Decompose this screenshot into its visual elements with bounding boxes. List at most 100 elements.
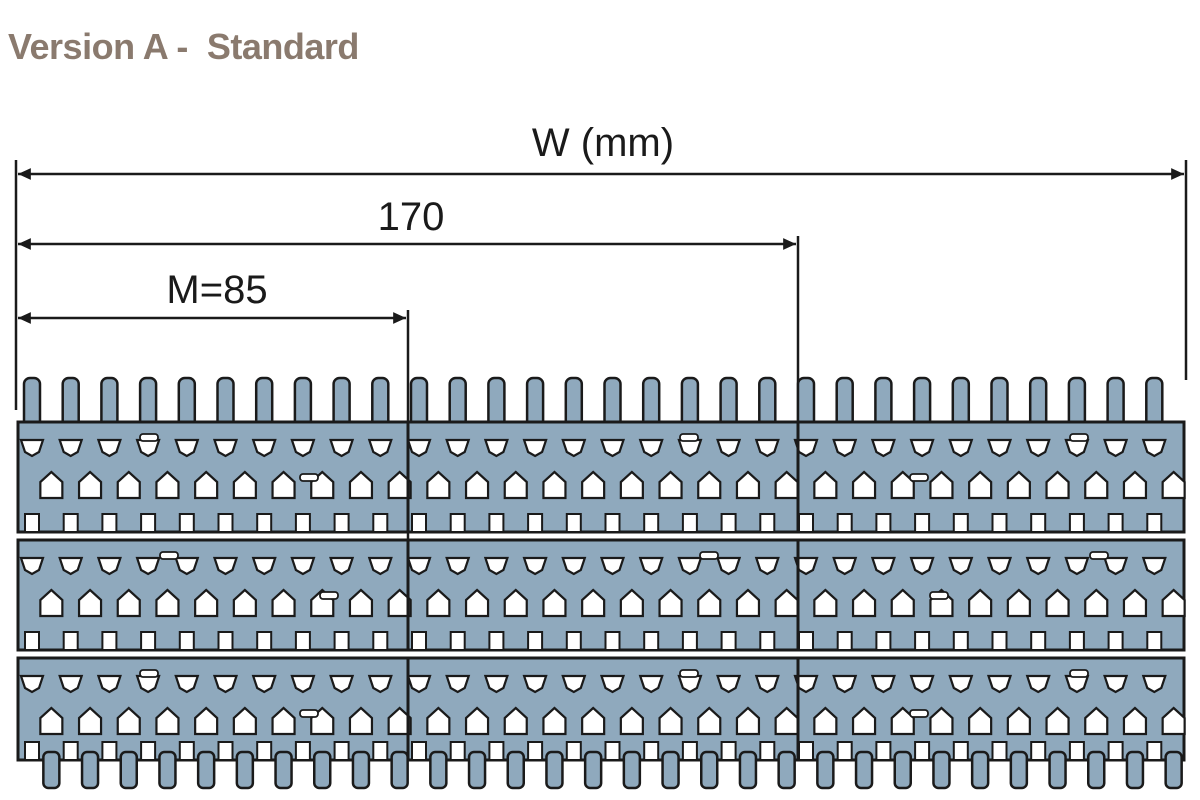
link-slot: [1107, 631, 1124, 651]
link-slot: [372, 631, 389, 651]
mold-mark: [679, 433, 699, 442]
opening-upper: [58, 674, 84, 694]
link-slot: [1068, 631, 1085, 651]
finger: [816, 750, 835, 790]
opening-lower: [581, 470, 606, 500]
finger: [313, 750, 332, 790]
opening-lower: [774, 706, 799, 736]
finger: [1087, 750, 1106, 790]
belt-row: [16, 420, 1186, 534]
opening-lower: [697, 706, 722, 736]
link-slot: [62, 741, 79, 761]
link-slot: [604, 631, 621, 651]
link-slot: [1146, 631, 1163, 651]
link-slot: [681, 513, 698, 533]
opening-lower: [503, 470, 528, 500]
link-slot: [952, 631, 969, 651]
opening-upper: [483, 438, 509, 458]
opening-lower: [426, 706, 451, 736]
opening-upper: [1103, 438, 1129, 458]
opening-lower: [929, 706, 954, 736]
opening-upper: [948, 674, 974, 694]
link-slot: [759, 741, 776, 761]
opening-lower: [929, 470, 954, 500]
link-slot: [759, 631, 776, 651]
opening-lower: [1122, 470, 1148, 500]
mold-mark: [139, 669, 159, 678]
opening-lower: [1084, 706, 1109, 736]
finger: [661, 750, 680, 790]
opening-upper: [754, 674, 780, 694]
link-slot: [914, 741, 931, 761]
finger: [80, 750, 100, 790]
mold-mark: [159, 551, 179, 560]
opening-lower: [1161, 706, 1186, 736]
opening-upper: [986, 438, 1013, 458]
opening-upper: [212, 556, 239, 576]
opening-lower: [271, 706, 296, 736]
opening-upper: [909, 674, 935, 694]
link-slot: [1107, 513, 1124, 533]
opening-upper: [561, 556, 587, 576]
opening-upper: [1025, 556, 1051, 576]
opening-lower: [77, 470, 103, 500]
link-slot: [449, 631, 466, 651]
link-slot: [643, 513, 660, 533]
finger: [700, 750, 719, 790]
link-slot: [449, 513, 466, 533]
opening-lower: [1161, 470, 1186, 500]
mold-mark: [909, 709, 929, 718]
opening-lower: [155, 470, 180, 500]
opening-upper: [174, 556, 200, 576]
link-slot: [952, 513, 969, 533]
finger: [1009, 750, 1029, 790]
opening-upper: [483, 556, 509, 576]
opening-upper: [406, 556, 432, 576]
opening-lower: [1045, 588, 1070, 618]
opening-lower: [77, 706, 103, 736]
mold-mark: [299, 473, 319, 482]
opening-lower: [851, 470, 877, 500]
opening-upper: [986, 674, 1013, 694]
link-slot: [140, 513, 157, 533]
finger: [738, 750, 758, 790]
opening-upper: [716, 438, 742, 458]
link-slot: [565, 741, 582, 761]
opening-lower: [735, 470, 761, 500]
link-slot: [798, 631, 814, 651]
link-slot: [333, 631, 350, 651]
opening-upper: [96, 674, 122, 694]
link-slot: [952, 741, 969, 761]
modular-belt: [16, 376, 1186, 790]
link-slot: [101, 741, 118, 761]
opening-upper: [599, 674, 626, 694]
opening-lower: [619, 588, 644, 618]
opening-lower: [968, 588, 993, 618]
opening-lower: [426, 588, 451, 618]
opening-lower: [155, 706, 180, 736]
finger: [390, 750, 409, 790]
opening-lower: [116, 588, 141, 618]
belt-row: [16, 538, 1186, 652]
opening-lower: [851, 588, 877, 618]
opening-lower: [581, 706, 606, 736]
opening-upper: [290, 438, 316, 458]
opening-upper: [445, 674, 471, 694]
link-slot: [798, 513, 814, 533]
link-slot: [527, 741, 544, 761]
mold-mark: [909, 473, 929, 482]
finger: [235, 750, 255, 790]
link-slot: [720, 631, 737, 651]
opening-upper: [870, 556, 896, 576]
link-slot: [527, 631, 544, 651]
opening-upper: [212, 438, 239, 458]
opening-upper: [638, 556, 664, 576]
opening-upper: [251, 438, 277, 458]
opening-upper: [716, 674, 742, 694]
link-slot: [294, 513, 311, 533]
opening-lower: [1045, 706, 1070, 736]
opening-lower: [1161, 588, 1186, 618]
opening-lower: [658, 706, 683, 736]
opening-lower: [542, 706, 567, 736]
link-slot: [565, 631, 582, 651]
